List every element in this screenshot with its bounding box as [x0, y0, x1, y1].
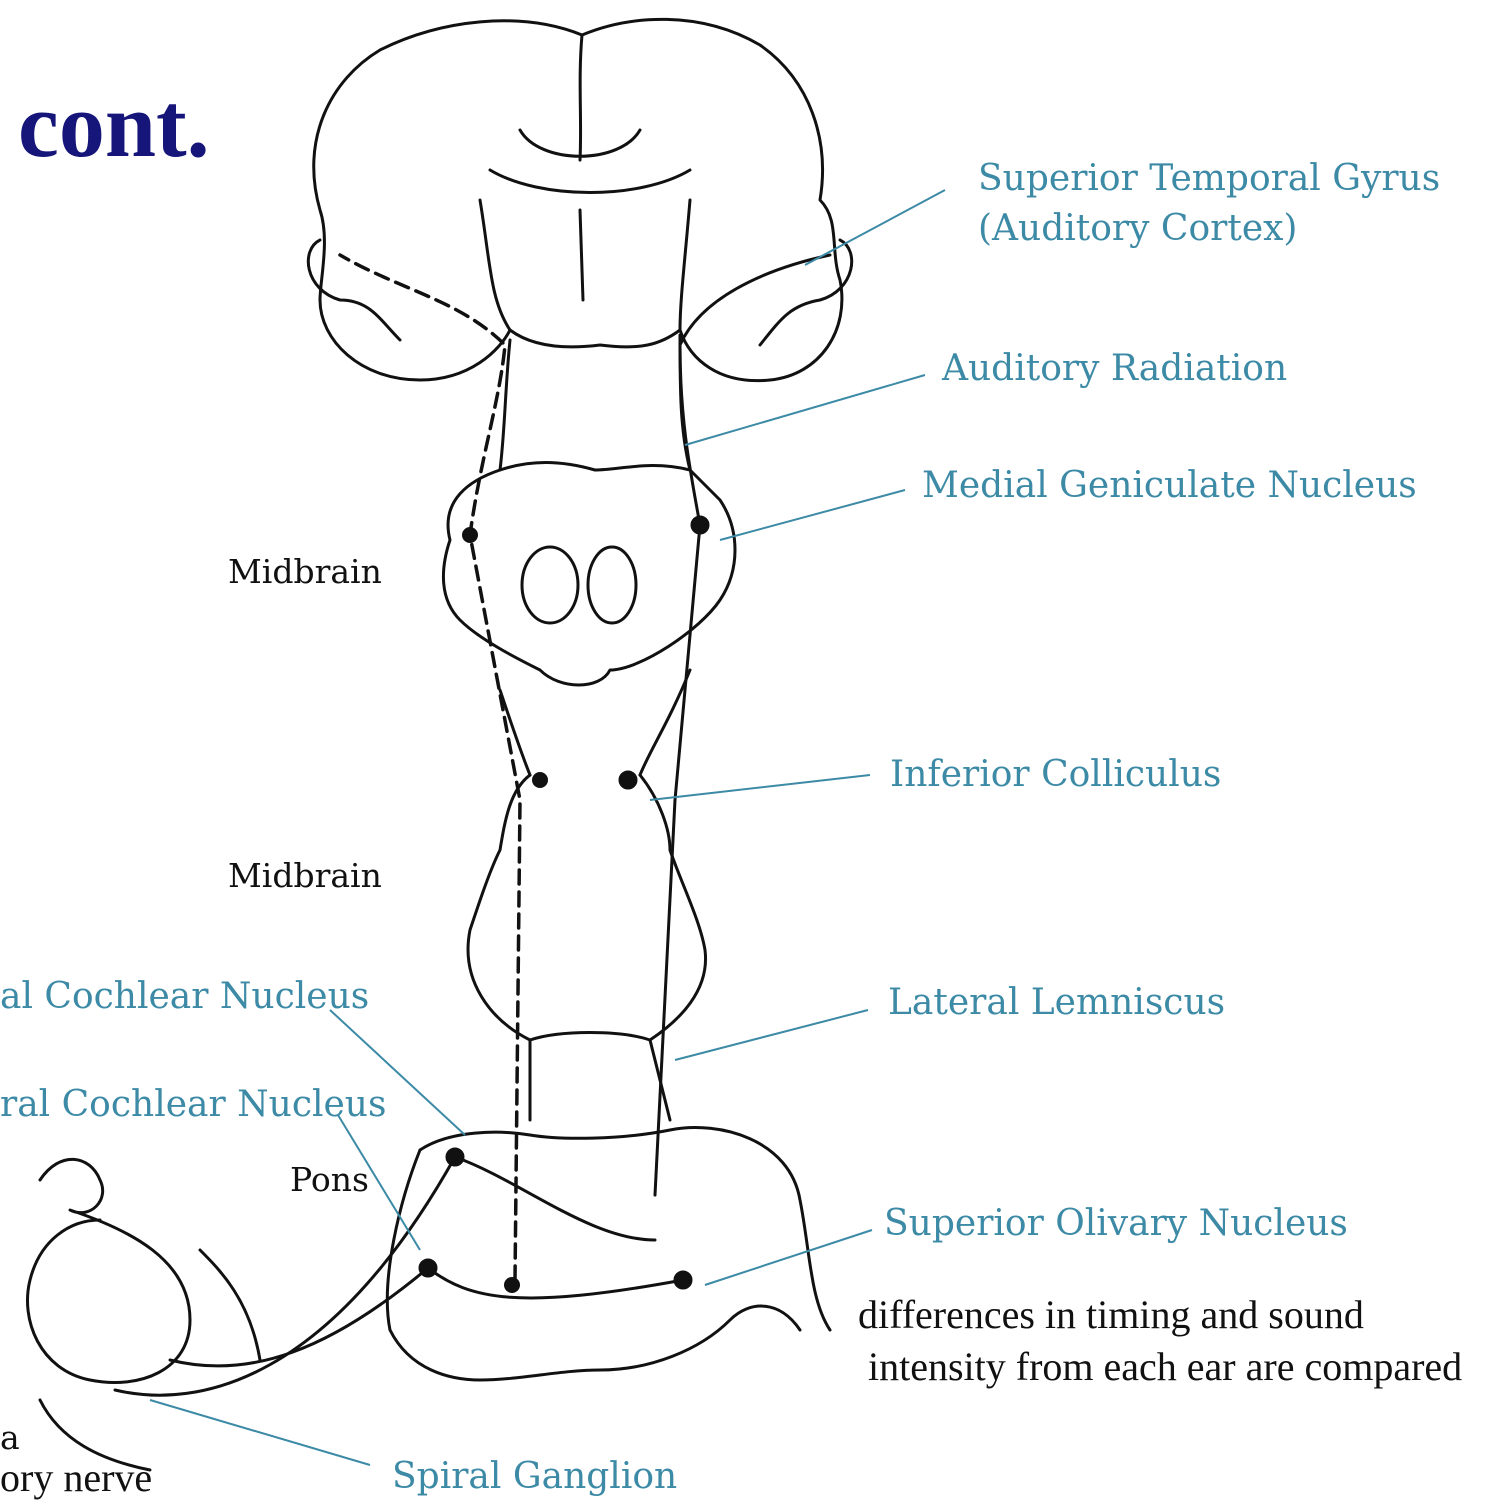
label-midbrain-lower: Midbrain: [228, 856, 382, 895]
cerebrum-outline: [314, 19, 842, 380]
label-auditory-radiation: Auditory Radiation: [942, 348, 1287, 389]
leader-inferior-colliculus: [650, 775, 870, 800]
label-pons: Pons: [290, 1160, 369, 1199]
label-auditory-nerve-fragment: ory nerve: [0, 1454, 152, 1500]
cochlea: [28, 1159, 191, 1382]
longitudinal-fissure: [580, 35, 582, 160]
slide-title: cont.: [18, 72, 210, 178]
label-inferior-colliculus: Inferior Colliculus: [890, 754, 1221, 795]
label-midbrain-upper: Midbrain: [228, 552, 382, 591]
leader-superior-temporal: [805, 190, 945, 265]
leader-medial-geniculate: [720, 490, 905, 540]
dashed-pathway: [340, 255, 520, 1280]
note-line-2: intensity from each ear are compared: [868, 1343, 1462, 1390]
label-auditory-cortex: (Auditory Cortex): [978, 208, 1297, 249]
note-line-1: differences in timing and sound: [858, 1291, 1364, 1338]
left-temporal-lobe: [308, 240, 400, 340]
leader-superior-olivary: [705, 1230, 872, 1285]
label-spiral-ganglion: Spiral Ganglion: [392, 1456, 677, 1497]
label-superior-temporal-gyrus: Superior Temporal Gyrus: [978, 158, 1440, 199]
label-dorsal-cochlear-nucleus: al Cochlear Nucleus: [0, 976, 369, 1017]
leader-spiral-ganglion: [150, 1400, 370, 1465]
label-medial-geniculate-nucleus: Medial Geniculate Nucleus: [922, 465, 1417, 506]
label-superior-olivary-nucleus: Superior Olivary Nucleus: [884, 1203, 1348, 1244]
pons-outline: [420, 1128, 830, 1330]
leader-lateral-lemniscus: [675, 1010, 868, 1060]
label-ventral-cochlear-nucleus: ral Cochlear Nucleus: [0, 1084, 386, 1125]
leader-auditory-radiation: [685, 375, 925, 445]
label-medulla-fragment: a: [0, 1418, 20, 1457]
label-lateral-lemniscus: Lateral Lemniscus: [888, 982, 1225, 1023]
